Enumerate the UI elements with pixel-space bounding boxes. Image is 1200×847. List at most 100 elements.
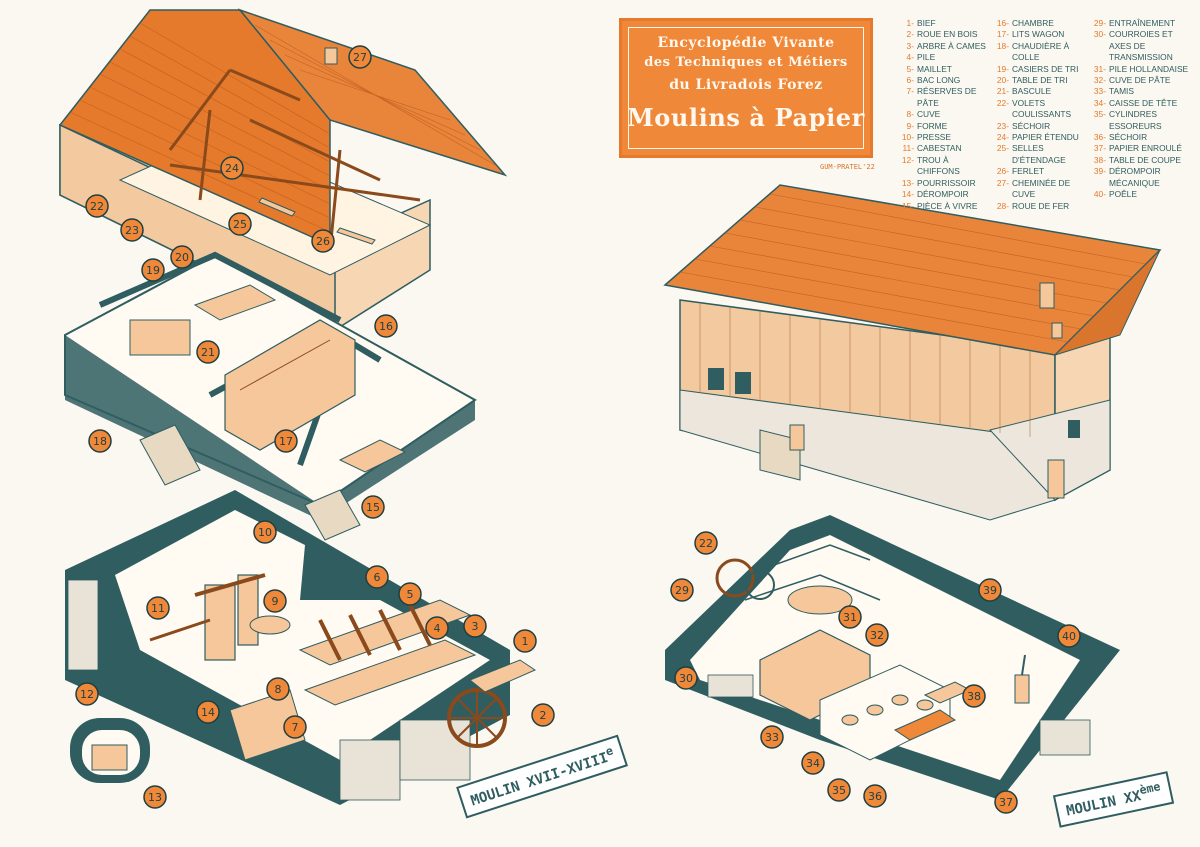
legend-item-label: Caisse de tête xyxy=(1109,97,1178,108)
legend-item: 35-Cylindres essoreurs xyxy=(1090,109,1196,132)
legend-item-label: Ferlet xyxy=(1012,166,1045,177)
marker-number: 16 xyxy=(379,320,393,333)
legend-item: 40-Poêle xyxy=(1090,189,1196,200)
marker: 27 xyxy=(348,45,372,69)
legend-item-number: 7- xyxy=(906,86,914,97)
legend-item-label: Arbre à cames xyxy=(917,40,986,51)
legend-item-label: Cheminée de cuve xyxy=(1012,177,1071,200)
title-line-2: des Techniques et Métiers xyxy=(644,55,848,70)
marker: 31 xyxy=(838,605,862,629)
illustrator-credit: GUM-PRATEL'22 xyxy=(820,163,875,171)
legend-item-number: 3- xyxy=(906,40,914,51)
legend-item: 22-Volets coulissants xyxy=(993,98,1085,121)
legend-item: 2-Roue en bois xyxy=(898,29,990,40)
right-bottom-mill xyxy=(665,515,1120,800)
legend-item-label: Papier enroulé xyxy=(1109,143,1182,154)
marker-circle xyxy=(266,677,290,701)
marker-number: 5 xyxy=(407,588,414,601)
legend-item: 37-Papier enroulé xyxy=(1090,143,1196,154)
legend-item: 17-Lits wagon xyxy=(993,29,1085,40)
legend-item: 38-Table de coupe xyxy=(1090,155,1196,166)
legend-item-label: Pile hollandaise xyxy=(1109,63,1189,74)
marker-circle xyxy=(463,614,487,638)
marker-circle xyxy=(863,784,887,808)
legend-item-number: 26- xyxy=(996,166,1009,177)
marker: 16 xyxy=(374,314,398,338)
marker: 34 xyxy=(801,751,825,775)
marker-number: 12 xyxy=(80,688,94,701)
marker-number: 21 xyxy=(201,346,215,359)
marker-number: 19 xyxy=(146,264,160,277)
legend-item: 30-Courroies et axes de transmission xyxy=(1090,29,1196,63)
legend-item-label: Pièce à vivre xyxy=(917,200,978,211)
marker-circle xyxy=(75,682,99,706)
marker-number: 26 xyxy=(316,235,330,248)
legend-item-label: Volets coulissants xyxy=(1012,97,1072,120)
legend-item: 12-Trou à chiffons xyxy=(898,155,990,178)
marker: 17 xyxy=(274,429,298,453)
marker-number: 29 xyxy=(675,584,689,597)
legend-item-label: Chambre xyxy=(1012,18,1054,28)
marker: 6 xyxy=(365,565,389,589)
marker-number: 20 xyxy=(175,251,189,264)
legend-item-number: 40- xyxy=(1093,189,1106,200)
marker-circle xyxy=(311,229,335,253)
legend-item-label: Pourrissoir xyxy=(917,177,976,188)
legend-item: 6-Bac long xyxy=(898,75,990,86)
legend-item-number: 23- xyxy=(996,120,1009,131)
marker-circle xyxy=(170,245,194,269)
legend-item-label: Bief xyxy=(917,18,936,28)
marker-circle xyxy=(253,520,277,544)
marker: 23 xyxy=(120,218,144,242)
marker: 7 xyxy=(283,715,307,739)
legend-item: 9-Forme xyxy=(898,121,990,132)
right-exterior-building xyxy=(663,184,1162,521)
legend-item: 27-Cheminée de cuve xyxy=(993,178,1085,201)
marker-circle xyxy=(801,751,825,775)
marker: 35 xyxy=(827,778,851,802)
marker-circle xyxy=(513,629,537,653)
legend-item-number: 27- xyxy=(996,177,1009,188)
legend-item-label: Courroies et axes de transmission xyxy=(1109,29,1173,63)
marker-number: 37 xyxy=(999,796,1013,809)
legend-item: 29-Entraînement xyxy=(1090,18,1196,29)
marker: 38 xyxy=(962,684,986,708)
legend-item-number: 38- xyxy=(1093,154,1106,165)
marker-number: 10 xyxy=(258,526,272,539)
legend-item-label: Cabestan xyxy=(917,143,962,154)
title-line-1: Encyclopédie Vivante xyxy=(657,35,835,51)
legend-item-number: 30- xyxy=(1093,29,1106,40)
marker: 20 xyxy=(170,245,194,269)
legend-item-label: Cuve xyxy=(917,109,941,120)
legend-item: 11-Cabestan xyxy=(898,143,990,154)
marker-number: 24 xyxy=(225,162,239,175)
legend-item: 20-Table de tri xyxy=(993,75,1085,86)
marker-circle xyxy=(962,684,986,708)
legend-item-number: 15- xyxy=(901,200,914,211)
left-middle-floor xyxy=(64,251,477,541)
marker: 32 xyxy=(865,623,889,647)
marker-circle xyxy=(531,703,555,727)
marker-circle xyxy=(141,258,165,282)
legend-item-label: Maillet xyxy=(917,63,952,74)
marker-number: 13 xyxy=(148,791,162,804)
marker: 9 xyxy=(263,589,287,613)
marker-circle xyxy=(1057,624,1081,648)
legend-item: 33-Tamis xyxy=(1090,86,1196,97)
marker: 30 xyxy=(674,666,698,690)
marker: 14 xyxy=(196,700,220,724)
legend-item-label: Poêle xyxy=(1109,189,1137,200)
marker-circle xyxy=(694,531,718,555)
legend-item-number: 32- xyxy=(1093,75,1106,86)
marker: 18 xyxy=(88,429,112,453)
legend-item-label: Tamis xyxy=(1109,86,1134,97)
marker-number: 4 xyxy=(434,622,441,635)
marker: 8 xyxy=(266,677,290,701)
legend-item-number: 14- xyxy=(901,189,914,200)
marker: 22 xyxy=(694,531,718,555)
marker-number: 3 xyxy=(472,620,479,633)
marker-circle xyxy=(283,715,307,739)
marker-circle xyxy=(274,429,298,453)
legend-item-number: 18- xyxy=(996,40,1009,51)
